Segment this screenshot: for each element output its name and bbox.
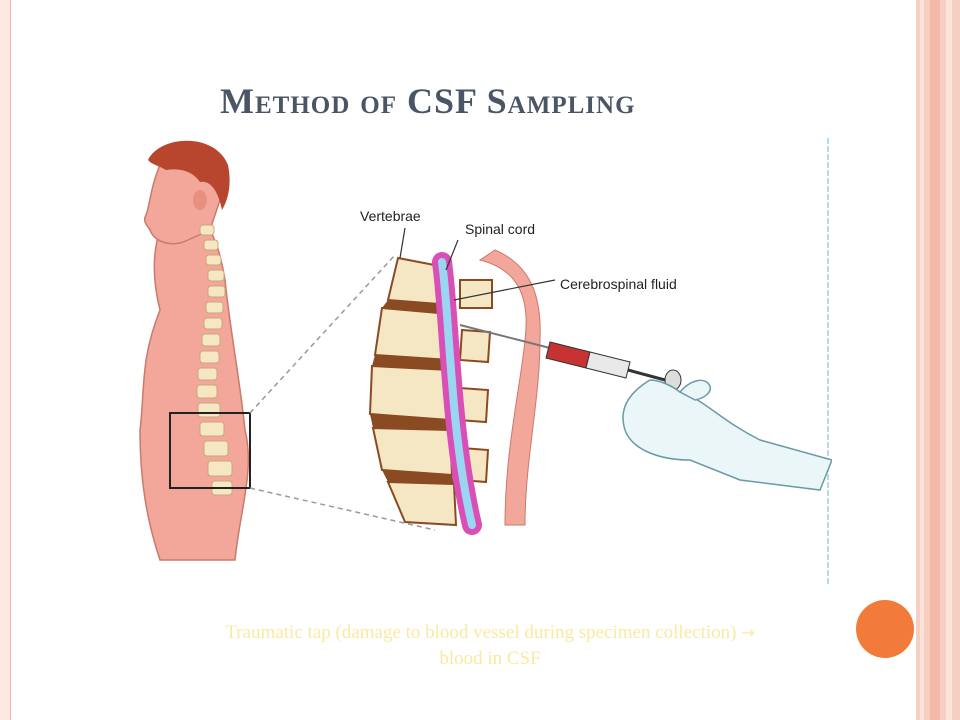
border-stripe xyxy=(920,0,924,720)
hair-icon xyxy=(148,140,230,210)
syringe-barrel xyxy=(585,351,631,379)
callout-lines xyxy=(399,227,556,301)
right-border-decoration xyxy=(916,0,960,720)
zoom-guide-line xyxy=(249,487,436,531)
illustration-svg xyxy=(139,138,832,585)
torso xyxy=(139,229,250,561)
syringe-barrel-blood xyxy=(545,341,591,369)
spine-cross-section xyxy=(368,249,541,535)
cerebrospinal-fluid xyxy=(438,258,476,529)
accent-circle-decoration xyxy=(856,600,914,658)
caption-text: Traumatic tap (damage to blood vessel du… xyxy=(225,622,737,643)
syringe-icon xyxy=(459,324,682,391)
back-tissue xyxy=(478,249,541,526)
plunger xyxy=(627,368,666,382)
ear xyxy=(193,190,207,210)
human-body xyxy=(139,140,250,561)
slide-title: Method of CSF Sampling xyxy=(220,81,636,121)
left-border-decoration xyxy=(0,0,11,720)
border-stripe xyxy=(930,0,940,720)
caption-text-continued: blood in CSF xyxy=(439,648,541,669)
border-stripe xyxy=(946,0,952,720)
gloved-hand-icon xyxy=(622,379,832,491)
label-vertebrae: Vertebrae xyxy=(360,208,421,224)
slide-caption: Traumatic tap (damage to blood vessel du… xyxy=(60,620,920,672)
label-spinal-cord: Spinal cord xyxy=(465,221,536,237)
body-spine xyxy=(196,224,233,496)
lumbar-puncture-illustration: Vertebrae Spinal cord Cerebrospinal flui… xyxy=(120,130,832,590)
needle xyxy=(459,324,551,349)
arrow-right-icon: → xyxy=(741,623,755,642)
intervertebral-discs xyxy=(370,300,454,484)
label-cerebrospinal-fluid: Cerebrospinal fluid xyxy=(560,276,677,292)
zoom-box xyxy=(169,412,251,489)
